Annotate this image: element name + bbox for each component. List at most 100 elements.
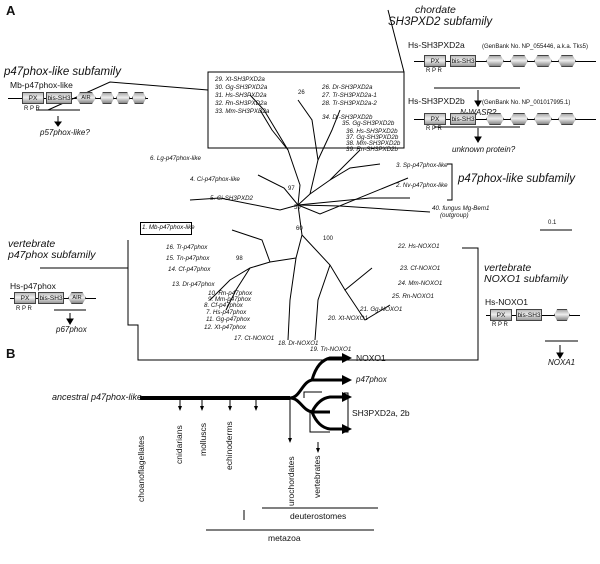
taxon-label: cnidarians [174, 425, 184, 464]
bootstrap-value: 97 [288, 186, 295, 192]
hs-noxo1-partner: NOXA1 [548, 358, 576, 367]
tree-leaf: 5. Ci-SH3PXD2 [210, 195, 253, 202]
ancestor-label: ancestral p47phox-like [52, 392, 143, 402]
tree-leaf: 38. Mm-SH3PXD2b [346, 140, 401, 147]
panel-b-label: B [6, 346, 16, 361]
tree-leaf: 34. Dr-SH3PXD2b [322, 114, 373, 121]
tree-leaf: 15. Tn-p47phox [166, 255, 210, 262]
bis-sh3-domain: bis-SH3 [450, 55, 476, 67]
rpr-motifs: R P R [426, 68, 442, 74]
sh3-domain [558, 113, 576, 125]
sh3-domain [554, 309, 570, 321]
tree-leaf: 29. Xt-SH3PXD2a [215, 76, 265, 83]
tree-leaf: 2. Nv-p47phox-like [396, 182, 448, 189]
p47like-right-heading: p47phox-like subfamily [458, 173, 575, 185]
tree-leaf: 31. Hs-SH3PXD2a [215, 92, 267, 99]
tree-leaf: 7. Hs-p47phox [206, 309, 247, 316]
p47like-heading: p47phox-like subfamily [4, 66, 121, 78]
taxon-label: echinoderms [224, 421, 234, 470]
bis-sh3-domain: bis-SH3 [516, 309, 542, 321]
px-domain: PX [14, 292, 36, 304]
tree-leaf: 19. Tn-NOXO1 [310, 346, 352, 353]
taxon-label: urochordates [286, 456, 296, 506]
rpr-motifs: R P R [16, 306, 32, 312]
tree-leaf: 3. Sp-p47phox-like [396, 162, 448, 169]
chordate-subfamily-heading: SH3PXD2 subfamily [388, 16, 493, 28]
hs-sh3pxd2a-partner: N-WASP? [460, 108, 497, 117]
bootstrap-value: 60 [296, 226, 303, 232]
tree-leaf: 1. Mb-p47phox-like [142, 224, 195, 231]
bis-sh3-domain: bis-SH3 [46, 92, 72, 104]
tree-leaf-outgroup: (outgroup) [440, 212, 469, 219]
sh3-domain [534, 55, 552, 67]
tree-leaf: 35. Gg-SH3PXD2b [342, 120, 395, 127]
air-domain: AIR [76, 92, 96, 104]
mb-protein-title: Mb-p47phox-like [10, 80, 73, 90]
tree-leaf: 30. Gg-SH3PXD2a [215, 84, 268, 91]
tree-leaf: 39. Rn-SH3PXD2b [346, 146, 398, 153]
hs-sh3pxd2b-title: Hs-SH3PXD2b [408, 96, 465, 106]
scale-bar-label: 0.1 [548, 220, 557, 226]
px-domain: PX [424, 113, 446, 125]
tree-leaf: 13. Dr-p47phox [172, 281, 215, 288]
vert-noxo-heading: vertebrate [484, 262, 532, 274]
px-domain: PX [490, 309, 512, 321]
tree-leaf: 21. Gg-NOXO1 [360, 306, 403, 313]
tree-leaf: 8. Cf-p47phox [204, 302, 243, 309]
tree-leaf: 4. Ci-p47phox-like [190, 176, 240, 183]
tree-leaf: 24. Mm-NOXO1 [398, 280, 443, 287]
tree-leaf: 16. Tr-p47phox [166, 244, 208, 251]
hs-sh3pxd2a-accession: (GenBank No. NP_055446, a.k.a. Tks5) [482, 44, 588, 50]
vert-p47-heading: vertebrate [8, 238, 56, 250]
deuterostomes-label: deuterostomes [290, 511, 347, 521]
tree-leaf: 12. Xt-p47phox [204, 324, 246, 331]
sh3pxd2-label: SH3PXD2a, 2b [352, 408, 410, 418]
sh3-domain [534, 113, 552, 125]
tree-leaf: 10. Rn-p47phox [208, 290, 253, 297]
mb-partner: p57phox-like? [40, 128, 90, 137]
hs-p47phox-partner: p67phox [56, 325, 87, 334]
tree-leaf: 14. Cf-p47phox [168, 266, 211, 273]
sh3-domain [486, 113, 504, 125]
tree-leaf: 28. Tr-SH3PXD2a-2 [322, 100, 377, 107]
p47phox-label: p47phox [356, 375, 387, 384]
tree-leaf: 27. Tr-SH3PXD2a-1 [322, 92, 377, 99]
hs-sh3pxd2a-title: Hs-SH3PXD2a [408, 40, 465, 50]
tree-leaf: 20. Xt-NOXO1 [328, 315, 368, 322]
taxon-label: molluscs [198, 422, 208, 456]
vert-p47-subheading: p47phox subfamily [8, 249, 96, 261]
tree-leaf: 37. Gg-SH3PXD2b [346, 134, 399, 141]
hs-sh3pxd2b-partner: unknown protein? [452, 145, 516, 154]
tree-leaf: 32. Rn-SH3PXD2a [215, 100, 267, 107]
bis-sh3-domain: bis-SH3 [38, 292, 64, 304]
hs-p47phox-title: Hs-p47phox [10, 281, 56, 291]
tree-leaf: 9. Mm-p47phox [208, 296, 251, 303]
hs-sh3pxd2b-accession: (GenBank No. NP_001017995.1) [482, 100, 571, 106]
air-domain: AIR [68, 292, 86, 304]
tree-leaf: 25. Rn-NOXO1 [392, 293, 434, 300]
chordate-heading: chordate [415, 4, 456, 16]
tree-leaf: 33. Mm-SH3PXD2a [215, 108, 270, 115]
tree-leaf: 26. Dr-SH3PXD2a [322, 84, 373, 91]
tree-leaf: 22. Hs-NOXO1 [398, 243, 440, 250]
bis-sh3-domain: bis-SH3 [450, 113, 476, 125]
sh3-domain [510, 113, 528, 125]
sh3-domain [486, 55, 504, 67]
rpr-motifs: R P R [24, 106, 40, 112]
tree-leaf: 6. Lg-p47phox-like [150, 155, 201, 162]
tree-leaf: 36. Hs-SH3PXD2b [346, 128, 398, 135]
tree-leaf: 17. Ct-NOXO1 [234, 335, 275, 342]
metazoa-label: metazoa [268, 533, 301, 543]
sh3-domain [558, 55, 576, 67]
px-domain: PX [22, 92, 44, 104]
sh3-domain [116, 92, 130, 104]
bootstrap-value: 98 [236, 256, 243, 262]
sh3-domain [510, 55, 528, 67]
sh3-domain [132, 92, 146, 104]
taxon-label: choanoflagellates [136, 435, 146, 502]
rpr-motifs: R P R [426, 126, 442, 132]
bootstrap-value: 100 [323, 236, 334, 242]
bootstrap-value: 26 [298, 90, 305, 96]
tree-leaf: 23. Cf-NOXO1 [400, 265, 441, 272]
